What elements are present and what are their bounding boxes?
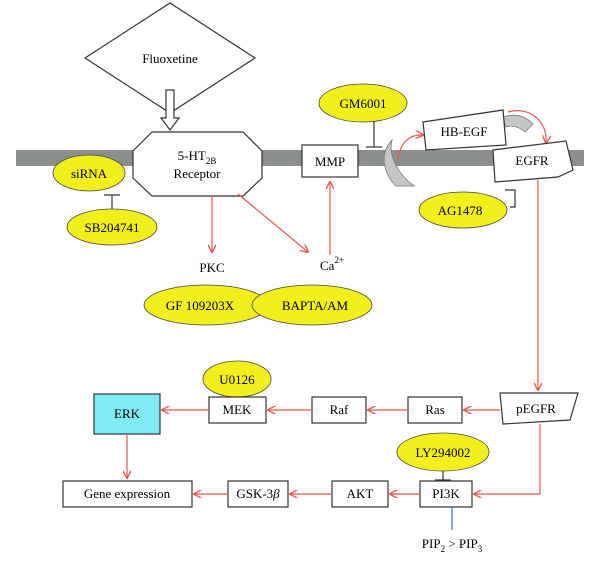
svg-text:U0126: U0126 [219,372,255,387]
sb204741-inhibitor: SB204741 [66,194,158,246]
svg-text:Ras: Ras [425,402,445,417]
gsk3b-node: GSK-3β [227,480,289,508]
svg-text:AG1478: AG1478 [438,203,483,218]
gene-expression-node: Gene expression [62,480,193,508]
pegfr-node: pEGFR [499,392,579,425]
svg-text:5-HT2B: 5-HT2B [178,148,217,166]
gf109203x-inhibitor: GF 109203X [143,284,269,326]
ag1478-inhibitor: AG1478 [418,189,516,229]
arrow-mmp-to-hbegf [397,135,423,161]
svg-text:MEK: MEK [223,402,253,417]
u0126-inhibitor: U0126 [202,360,272,398]
svg-text:HB-EGF: HB-EGF [441,124,488,139]
svg-text:AKT: AKT [347,486,374,501]
bapta-am-inhibitor: BAPTA/AM [251,284,373,326]
svg-text:GSK-3β: GSK-3β [236,486,280,501]
mek-node: MEK [208,396,267,424]
svg-text:EGFR: EGFR [515,153,549,168]
svg-text:SB204741: SB204741 [85,220,140,235]
svg-text:GM6001: GM6001 [340,96,387,111]
calcium-label: Ca2+ [320,255,344,273]
ly294002-inhibitor: LY294002 [396,432,490,481]
svg-text:GF 109203X: GF 109203X [166,298,235,313]
arrow-receptor-to-calcium [237,193,308,252]
svg-text:Raf: Raf [330,402,349,417]
hollow-arrow [159,89,181,131]
egfr-node: EGFR [492,140,574,183]
pkc-label: PKC [199,260,224,275]
svg-text:Fluoxetine: Fluoxetine [142,51,198,66]
svg-text:pEGFR: pEGFR [516,401,556,416]
arrow-hbegf-to-egfr [507,110,546,143]
svg-text:Gene expression: Gene expression [84,486,171,501]
svg-text:ERK: ERK [114,406,141,421]
fluoxetine-node: Fluoxetine [83,2,257,114]
svg-text:LY294002: LY294002 [415,445,470,460]
erk-node: ERK [93,393,161,435]
hbegf-node: HB-EGF [422,109,507,151]
akt-node: AKT [331,480,389,508]
pi3k-node: PI3K [419,480,473,508]
svg-text:MMP: MMP [315,154,345,169]
svg-text:PI3K: PI3K [432,486,460,501]
pip-conversion-label: PIP2 > PIP3 [422,536,483,554]
binding-curve-shape [502,114,534,133]
svg-text:BAPTA/AM: BAPTA/AM [282,298,349,313]
gm6001-inhibitor: GM6001 [318,83,408,148]
cleavage-curve-shape [383,138,416,187]
ras-node: Ras [407,396,463,424]
5ht2b-receptor-node: 5-HT2B Receptor [132,131,263,197]
mmp-node: MMP [301,144,359,178]
svg-text:Receptor: Receptor [174,166,222,181]
arrow-pegfr-to-pi3k [474,424,541,494]
raf-node: Raf [311,396,367,424]
svg-text:siRNA: siRNA [71,166,108,181]
sirna-inhibitor: siRNA [52,154,126,192]
